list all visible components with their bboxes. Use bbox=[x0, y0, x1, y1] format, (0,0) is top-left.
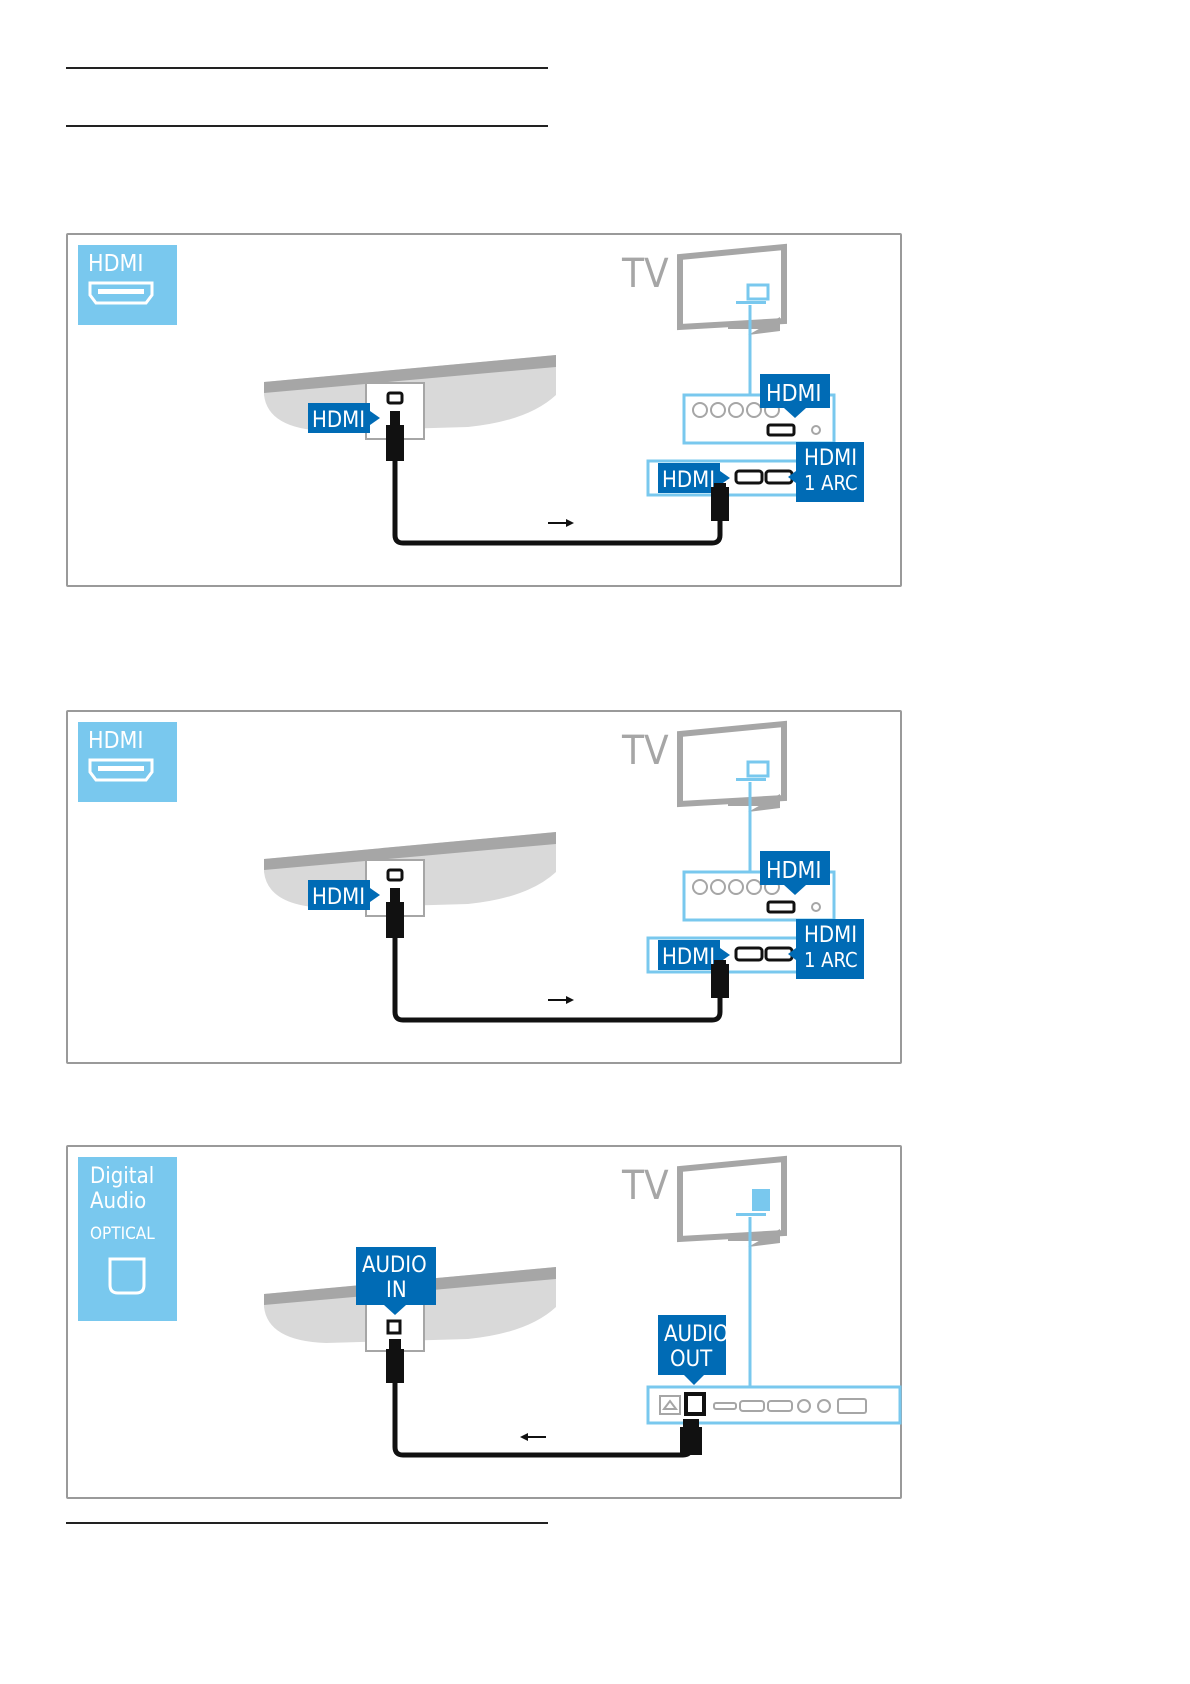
hdmi-cable bbox=[386, 888, 729, 1023]
svg-text:HDMI: HDMI bbox=[766, 381, 821, 407]
svg-text:1 ARC: 1 ARC bbox=[804, 948, 858, 972]
svg-text:OUT: OUT bbox=[670, 1347, 713, 1372]
tv-label: TV bbox=[621, 251, 669, 297]
soundbar-device: HDMI bbox=[264, 832, 556, 917]
tv-top-connector-panel: HDMI bbox=[682, 374, 836, 445]
svg-text:Audio: Audio bbox=[90, 1189, 146, 1214]
top-rule-2 bbox=[66, 125, 548, 127]
svg-text:IN: IN bbox=[386, 1278, 407, 1303]
svg-text:HDMI: HDMI bbox=[766, 858, 821, 884]
tv-rear-connector-panel: AUDIO OUT bbox=[646, 1315, 902, 1425]
svg-text:HDMI: HDMI bbox=[662, 468, 715, 493]
tv-label: TV bbox=[621, 1163, 669, 1209]
hdmi-arc-diagram-2: HDMI TV HDMI bbox=[66, 710, 902, 1064]
badge-label: HDMI bbox=[88, 728, 143, 754]
badge-label: HDMI bbox=[88, 251, 143, 277]
svg-text:HDMI: HDMI bbox=[804, 446, 857, 471]
tv-side-connector-panel: HDMI HDMI 1 ARC bbox=[646, 442, 864, 502]
tv-side-connector-panel: HDMI HDMI 1 ARC bbox=[646, 919, 864, 979]
tv-icon bbox=[677, 1155, 787, 1247]
hdmi-badge: HDMI bbox=[78, 245, 177, 325]
hdmi-port-icon bbox=[88, 758, 154, 782]
svg-text:Digital: Digital bbox=[90, 1164, 154, 1189]
svg-text:OPTICAL: OPTICAL bbox=[90, 1224, 155, 1244]
svg-text:HDMI: HDMI bbox=[804, 923, 857, 948]
digital-audio-optical-badge: Digital Audio OPTICAL bbox=[78, 1157, 177, 1321]
tv-label: TV bbox=[621, 728, 669, 774]
svg-text:1 ARC: 1 ARC bbox=[804, 471, 858, 495]
bottom-rule bbox=[66, 1522, 548, 1524]
svg-text:HDMI: HDMI bbox=[662, 945, 715, 970]
tv-icon bbox=[677, 720, 787, 812]
hdmi-badge: HDMI bbox=[78, 722, 177, 802]
hdmi-port-icon bbox=[88, 281, 154, 305]
hdmi-arc-diagram-1: HDMI TV HDMI bbox=[66, 233, 902, 587]
hdmi-cable bbox=[386, 411, 729, 546]
svg-text:HDMI: HDMI bbox=[312, 885, 365, 910]
svg-text:AUDIO: AUDIO bbox=[362, 1253, 427, 1278]
svg-text:AUDIO: AUDIO bbox=[664, 1322, 729, 1347]
top-rule-1 bbox=[66, 67, 548, 69]
tv-top-connector-panel: HDMI bbox=[682, 851, 836, 922]
optical-port-icon bbox=[108, 1257, 146, 1295]
soundbar-device: AUDIO IN bbox=[264, 1247, 556, 1352]
tv-icon bbox=[677, 243, 787, 335]
optical-cable bbox=[386, 1339, 702, 1458]
svg-text:HDMI: HDMI bbox=[312, 408, 365, 433]
optical-audio-diagram: Digital Audio OPTICAL TV bbox=[66, 1145, 902, 1499]
soundbar-device: HDMI bbox=[264, 355, 556, 440]
